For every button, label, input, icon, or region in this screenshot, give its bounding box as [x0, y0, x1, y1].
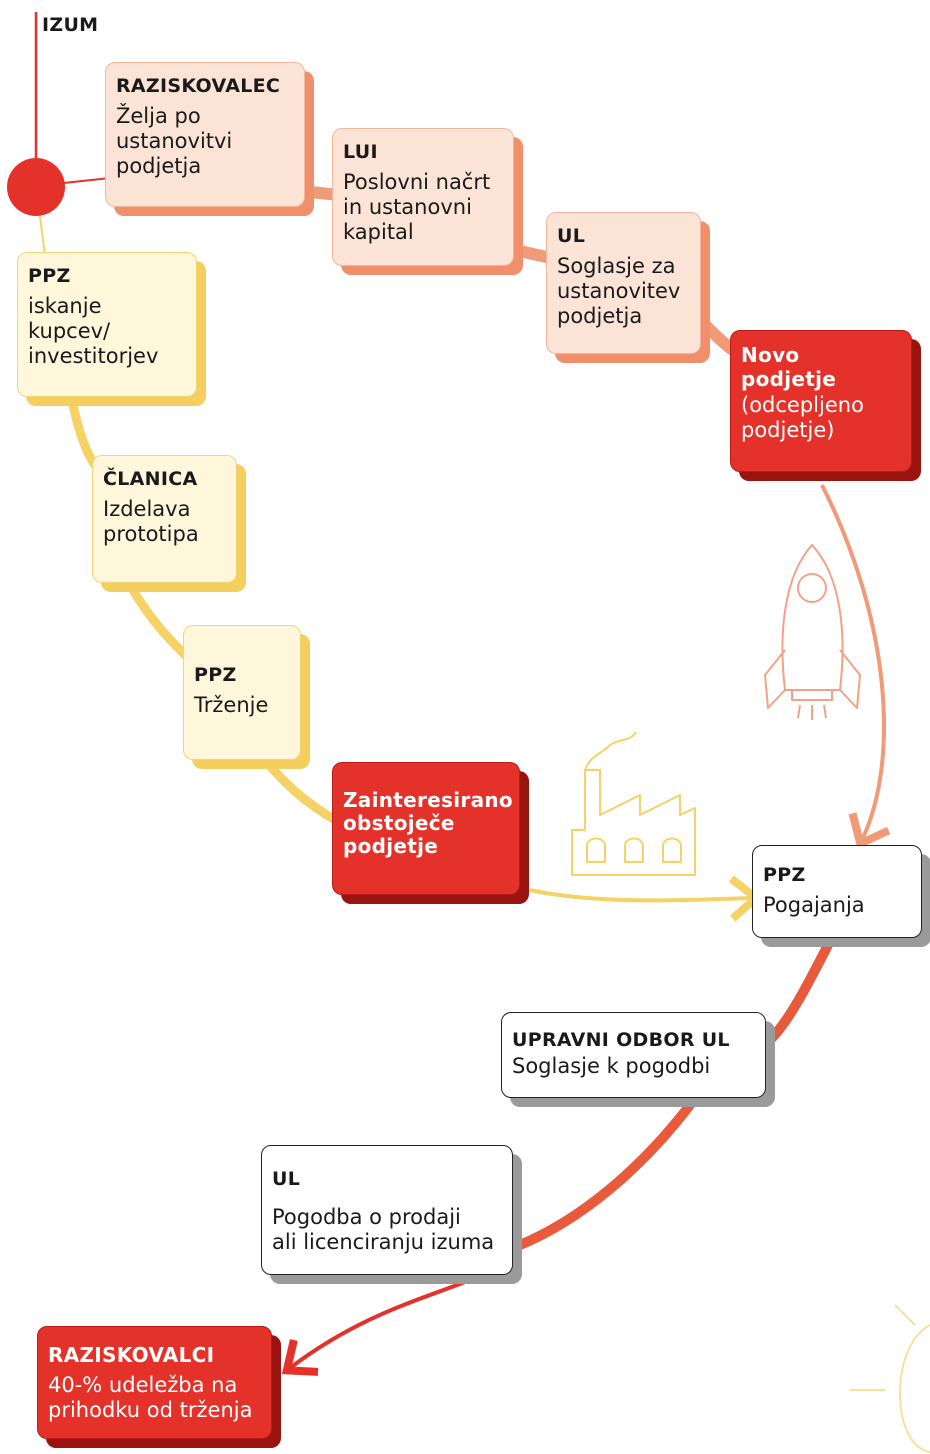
step-title: UL: [272, 1168, 301, 1190]
step-ul-soglasje: UL Soglasje za ustanovitev podjetja: [546, 212, 701, 354]
rocket-icon: [764, 544, 861, 720]
step-title: PPZ: [763, 864, 806, 886]
step-title: Novo podjetje: [741, 343, 837, 391]
step-novo-podjetje: Novo podjetje (odcepljeno podjetje): [730, 330, 912, 472]
step-title: UL: [557, 225, 586, 247]
step-ppz-trzenje: PPZ Trženje: [183, 625, 301, 760]
start-dot: [7, 158, 65, 216]
step-title: ČLANICA: [103, 468, 198, 490]
step-body: 40-% udeležba na prihodku od trženja: [48, 1373, 253, 1423]
step-ul-pogodba: UL Pogodba o prodaji ali licenciranju iz…: [261, 1145, 513, 1275]
step-title: UPRAVNI ODBOR UL: [512, 1029, 730, 1051]
step-body: iskanje kupcev/ investitorjev: [28, 293, 159, 369]
step-title: PPZ: [28, 265, 71, 287]
step-lui: LUI Poslovni načrt in ustanovni kapital: [332, 128, 514, 266]
step-body: Poslovni načrt in ustanovni kapital: [343, 169, 491, 245]
step-body: Trženje: [194, 692, 269, 717]
step-body: Soglasje za ustanovitev podjetja: [557, 253, 681, 329]
yellow-path-3: [260, 755, 340, 825]
step-zainteresirano: Zainteresirano obstoječe podjetje: [332, 762, 520, 895]
orange-path-2: [515, 1100, 695, 1250]
step-raziskovalec: RAZISKOVALEC Želja po ustanovitvi podjet…: [105, 62, 305, 207]
step-body: Pogodba o prodaji ali licenciranju izuma: [272, 1204, 495, 1254]
step-ppz-pogajanja: PPZ Pogajanja: [752, 845, 922, 938]
step-body: Želja po ustanovitvi podjetja: [116, 103, 233, 179]
sun-icon: [850, 1304, 930, 1453]
start-label: IZUM: [42, 14, 99, 36]
factory-arrow-path: [529, 875, 763, 922]
orange-path-1: [765, 940, 833, 1045]
step-title: RAZISKOVALEC: [116, 75, 281, 97]
yellow-path-2: [125, 580, 195, 665]
step-upravni-odbor: UPRAVNI ODBOR UL Soglasje k pogodbi: [501, 1012, 766, 1098]
step-body: (odcepljeno podjetje): [741, 393, 864, 443]
step-title: RAZISKOVALCI: [48, 1343, 215, 1367]
step-body: Soglasje k pogodbi: [512, 1053, 711, 1078]
factory-icon: [571, 731, 696, 876]
step-body: Izdelava prototipa: [103, 496, 199, 546]
step-raziskovalci: RAZISKOVALCI 40-% udeležba na prihodku o…: [37, 1326, 272, 1439]
orange-path-3: [281, 1278, 471, 1376]
step-title: LUI: [343, 141, 378, 163]
step-clanica: ČLANICA Izdelava prototipa: [92, 455, 237, 583]
step-ppz-iskanje: PPZ iskanje kupcev/ investitorjev: [17, 252, 197, 397]
step-body: Pogajanja: [763, 892, 865, 917]
step-title: PPZ: [194, 664, 237, 686]
step-title: Zainteresirano obstoječe podjetje: [343, 788, 513, 858]
rocket-arrow-path: [820, 484, 891, 850]
